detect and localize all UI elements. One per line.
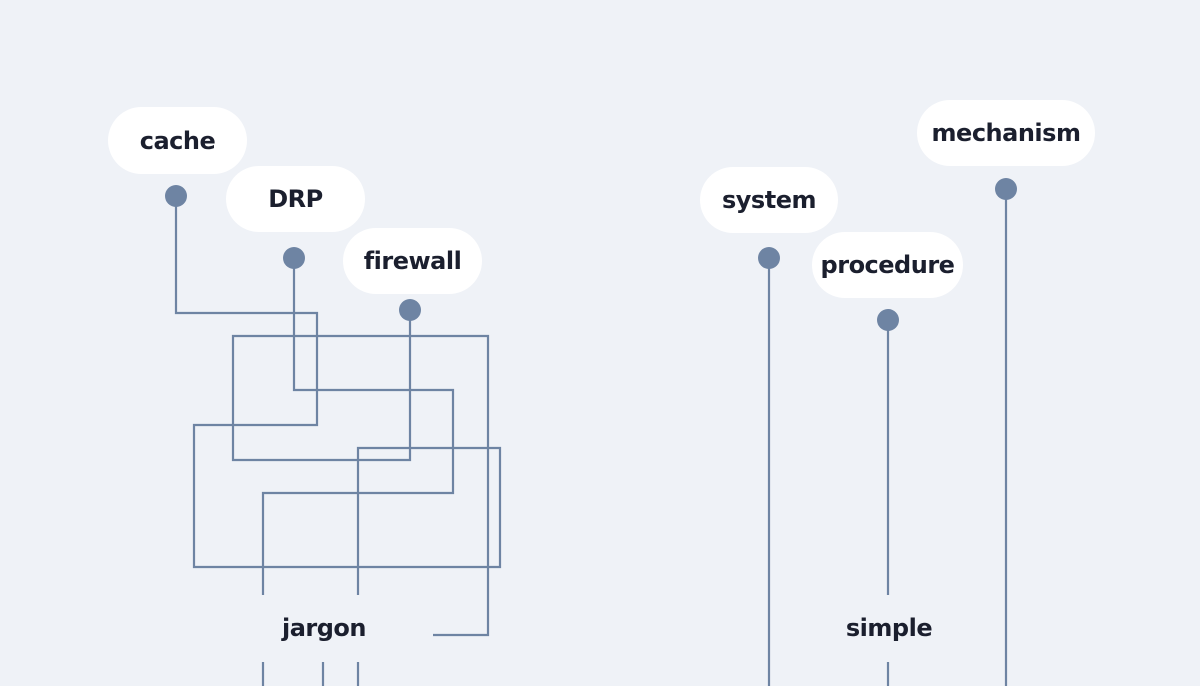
wire-drp — [261, 258, 455, 595]
node-firewall — [399, 299, 421, 321]
source-pill-cache: cache — [108, 107, 247, 174]
node-cache — [165, 185, 187, 207]
node-procedure — [877, 309, 899, 331]
source-label-procedure: procedure — [820, 251, 955, 279]
source-label-mechanism: mechanism — [931, 119, 1081, 147]
node-mechanism — [995, 178, 1017, 200]
source-label-firewall: firewall — [363, 247, 462, 275]
source-label-system: system — [722, 186, 816, 214]
target-label-jargon: jargon — [281, 614, 367, 642]
source-label-drp: DRP — [268, 185, 323, 213]
node-system — [758, 247, 780, 269]
source-pill-system: system — [700, 167, 838, 233]
source-pill-drp: DRP — [226, 166, 365, 232]
target-label-simple: simple — [845, 614, 933, 642]
source-label-cache: cache — [139, 126, 216, 155]
node-drp — [283, 247, 305, 269]
source-pill-firewall: firewall — [343, 228, 482, 294]
source-pill-mechanism: mechanism — [917, 100, 1095, 166]
wire-firewall — [231, 310, 490, 637]
source-pill-procedure: procedure — [812, 232, 963, 298]
wire-cache — [174, 196, 502, 595]
